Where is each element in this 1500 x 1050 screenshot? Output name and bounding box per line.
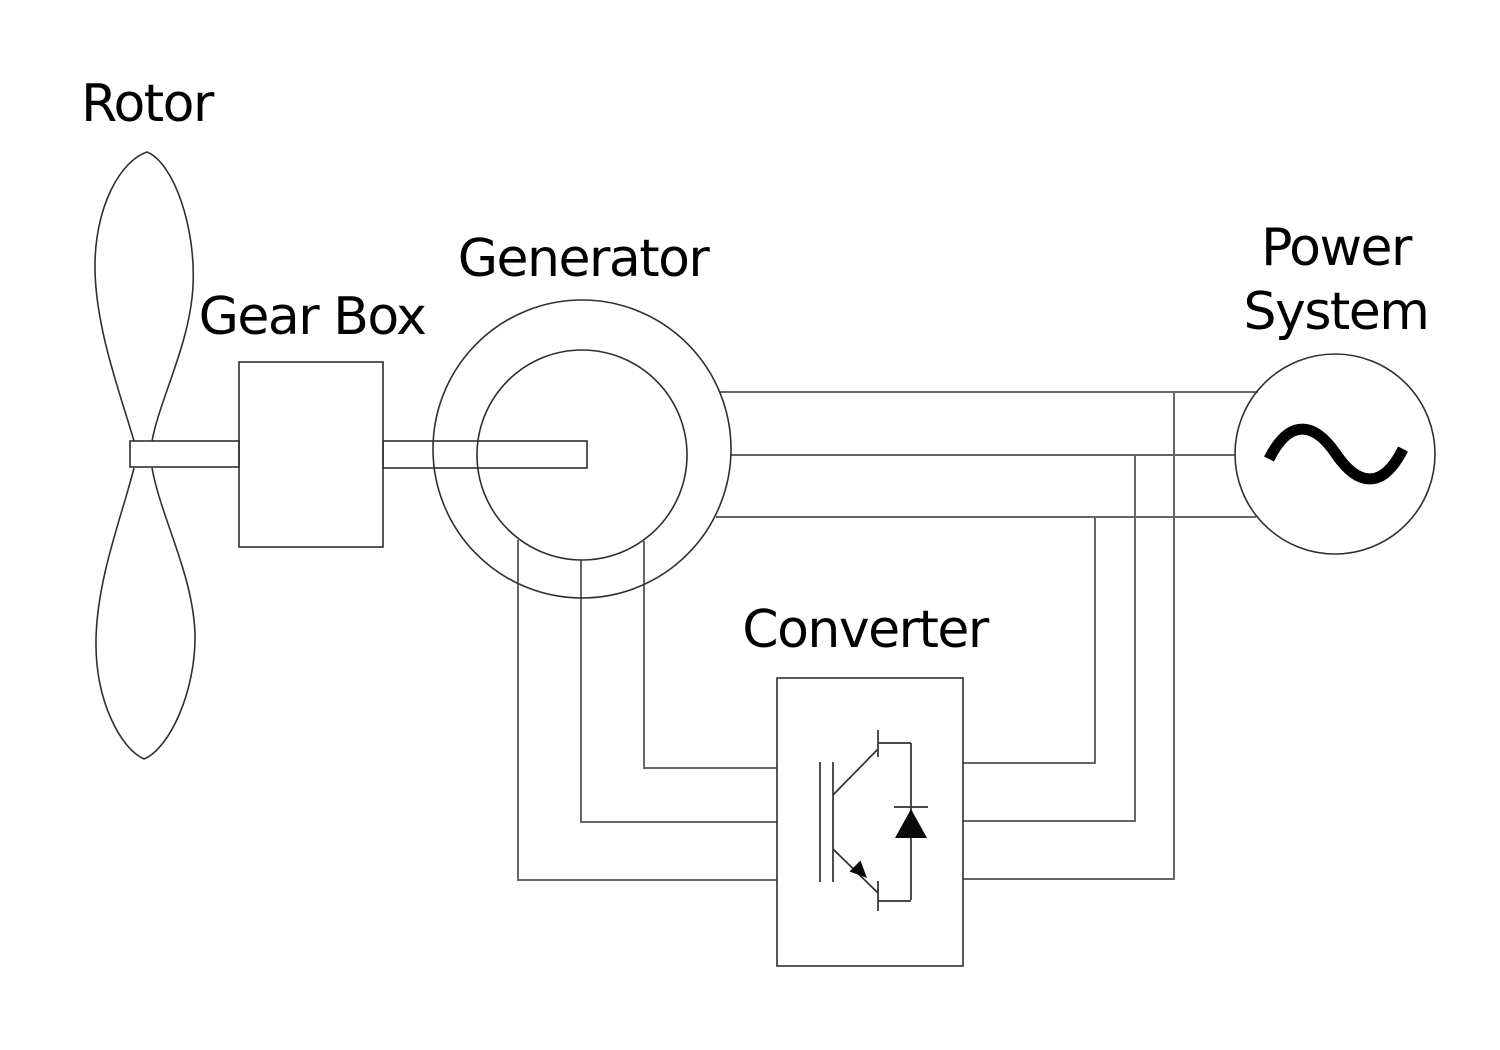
igbt-icon: [819, 730, 912, 911]
generator-inner-circle: [476, 349, 688, 561]
generator-outer-circle: [432, 299, 732, 599]
diode-triangle: [895, 809, 927, 838]
power-system-label-line1: Power: [1261, 218, 1412, 278]
rotor-blades-icon: [94, 151, 240, 760]
converter-box: [776, 677, 964, 967]
gear-box-label: Gear Box: [198, 287, 427, 347]
wires-power-lines-to-converter: [963, 392, 1175, 880]
rotor-shaft: [129, 440, 240, 468]
generator-label: Generator: [457, 229, 710, 289]
emitter-arrow: [849, 860, 867, 878]
power-system-label-line2: System: [1243, 282, 1430, 342]
rotor-blade-lower: [95, 467, 196, 760]
wires-generator-to-power-system: [716, 391, 1258, 518]
rotor-blade-upper: [94, 151, 195, 442]
power-system-circle: [1234, 353, 1436, 555]
wires-generator-to-converter: [517, 540, 777, 881]
converter-shape: [776, 677, 964, 967]
converter-label: Converter: [742, 600, 989, 660]
power-system-label: Power System: [1243, 216, 1430, 344]
gear-box-shape: [238, 361, 384, 548]
ac-waveform-icon: [1264, 423, 1408, 485]
generator-shape: [382, 299, 732, 599]
rotor-label: Rotor: [81, 74, 214, 134]
diode-icon: [894, 806, 928, 838]
generator-shaft: [382, 440, 588, 469]
power-system-shape: [1234, 353, 1436, 555]
